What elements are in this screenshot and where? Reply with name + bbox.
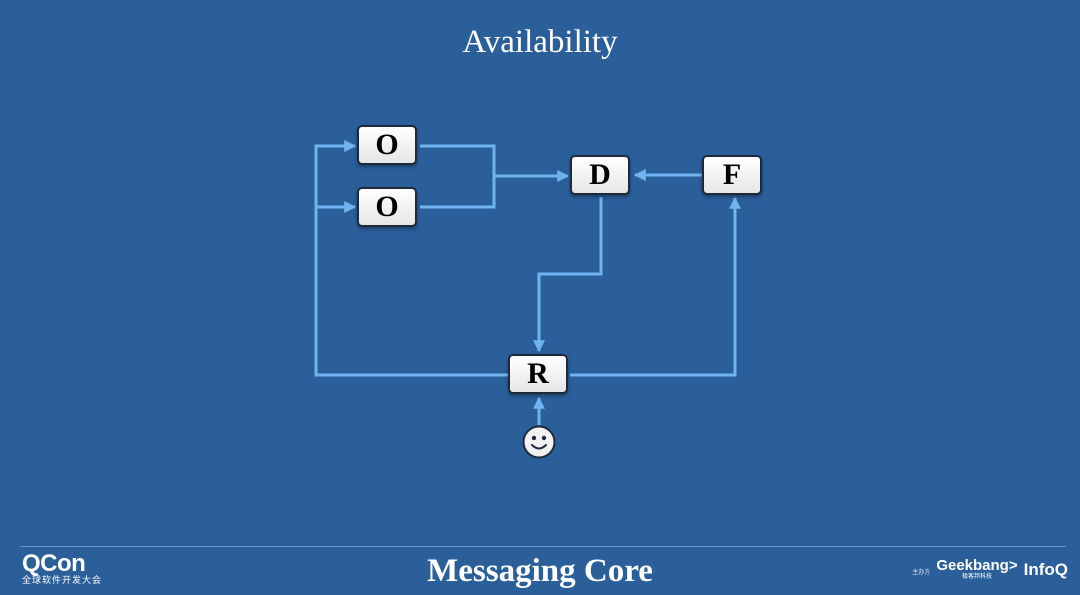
geekbang-logo-name: Geekbang> (936, 557, 1018, 574)
edge-o2-to-d (420, 176, 496, 209)
node-d: D (570, 155, 630, 195)
qcon-logo: QCon 全球软件开发大会 (22, 552, 102, 587)
node-o-upper: O (357, 125, 417, 165)
qcon-logo-name: QCon (22, 550, 86, 577)
sponsor-label: 主办方 (912, 570, 931, 576)
infoq-logo: InfoQ (1023, 560, 1068, 579)
edge-r-to-o1 (314, 140, 508, 377)
node-r: R (508, 354, 568, 394)
qcon-logo-subtitle: 全球软件开发大会 (22, 576, 103, 586)
sponsor-logos: 主办方 Geekbang> 极客邦科技 InfoQ (912, 558, 1068, 581)
geekbang-logo-subtitle: 极客邦科技 (961, 574, 992, 580)
edge-o1-to-d (420, 144, 496, 176)
edge-r-to-f (570, 196, 741, 377)
footer-title: Messaging Core (427, 553, 653, 589)
edge-d-to-r (533, 197, 603, 353)
geekbang-logo: Geekbang> 极客邦科技 (936, 558, 1017, 581)
slide-title: Availability (462, 24, 618, 60)
node-f: F (702, 155, 762, 195)
smiley-face-icon (522, 425, 556, 459)
footer-divider (20, 546, 1066, 547)
node-o-lower: O (357, 187, 417, 227)
